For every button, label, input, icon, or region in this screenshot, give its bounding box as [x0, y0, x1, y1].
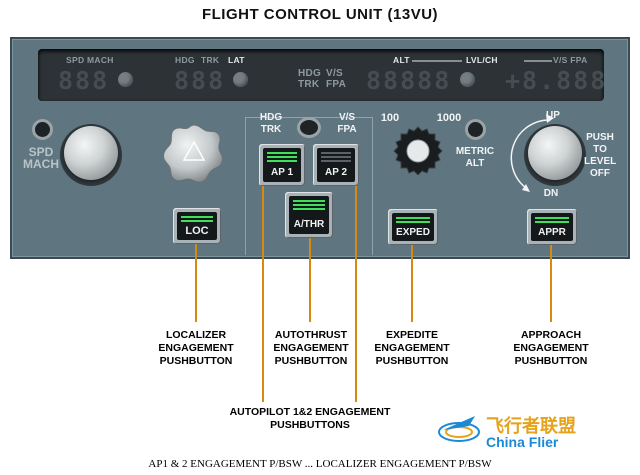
heading-triangle-icon — [182, 140, 206, 161]
fcu-display — [38, 49, 604, 101]
hdg-display-label: HDG — [175, 55, 195, 65]
dn-label: DN — [543, 188, 559, 199]
up-label: UP — [546, 110, 560, 121]
spd-managed-dot — [118, 72, 133, 87]
ap2-lamp — [321, 152, 351, 164]
push-label: PUSH — [586, 132, 614, 143]
appr-button[interactable]: APPR — [531, 213, 573, 241]
vs-knob[interactable] — [528, 126, 582, 180]
watermark-en: China Flier — [486, 434, 559, 450]
approach-callout: APPROACH ENGAGEMENT PUSHBUTTON — [513, 329, 589, 367]
lvl-ch-bracket — [412, 60, 552, 62]
appr-button-label: APPR — [538, 227, 566, 238]
vs-display-mode-label: V/S — [326, 68, 344, 79]
loc-button-label: LOC — [185, 225, 209, 237]
hdg-label: HDG — [259, 112, 283, 123]
metric-label: METRIC — [455, 146, 495, 157]
exped-button[interactable]: EXPED — [392, 213, 434, 241]
vs-digits: +8.888 — [505, 66, 608, 95]
heading-knob[interactable] — [162, 122, 226, 186]
hdg-vs-trk-fpa-button[interactable] — [297, 117, 321, 138]
lvl-ch-dot — [460, 72, 475, 87]
appr-lamp — [535, 217, 569, 225]
vs-label: V/S — [338, 112, 356, 123]
alt-label: ALT — [465, 158, 485, 169]
level-label: LEVEL — [584, 156, 617, 167]
alt-1000-label: 1000 — [436, 112, 462, 124]
hdg-display-mode-label: HDG — [298, 68, 322, 79]
ap1-button-label: AP 1 — [270, 167, 294, 178]
figure-caption: AP1 & 2 ENGAGEMENT P/BSW ... LOCALIZER E… — [148, 458, 492, 470]
alt-display-label: ALT — [393, 55, 410, 65]
ap2-leader-line — [355, 186, 357, 402]
speed-knob[interactable] — [64, 126, 118, 180]
loc-lamp — [181, 216, 213, 224]
ap1-lamp — [267, 152, 297, 164]
autothrust-callout: AUTOTHRUST ENGAGEMENT PUSHBUTTON — [273, 329, 349, 367]
to-label: TO — [593, 144, 607, 155]
vs-knob-arrows — [510, 114, 554, 192]
off-label: OFF — [590, 168, 610, 179]
alt-digits: 88888 — [366, 66, 452, 95]
athr-leader-line — [309, 238, 311, 322]
lvl-ch-display-label: LVL/CH — [466, 55, 498, 65]
watermark-cn: 飞行者联盟 — [486, 416, 576, 436]
up-arrow-icon — [546, 114, 554, 123]
autopilot-callout: AUTOPILOT 1&2 ENGAGEMENT PUSHBUTTONS — [229, 406, 391, 431]
fpa-label: FPA — [337, 124, 357, 135]
athr-button[interactable]: A/THR — [289, 196, 329, 234]
metric-alt-button[interactable] — [465, 119, 486, 140]
loc-button[interactable]: LOC — [177, 212, 217, 240]
down-arrow-icon — [522, 184, 530, 192]
exped-lamp — [396, 217, 430, 225]
hdg-managed-dot — [233, 72, 248, 87]
trk-label: TRK — [260, 124, 282, 135]
alt-100-label: 100 — [380, 112, 400, 124]
ap1-leader-line — [262, 186, 264, 402]
athr-button-label: A/THR — [293, 219, 325, 230]
mach-label: MACH — [23, 157, 59, 171]
expedite-callout: EXPEDITE ENGAGEMENT PUSHBUTTON — [374, 329, 450, 367]
vs-fpa-display-label: V/S FPA — [553, 55, 588, 65]
spd-label: SPD — [28, 145, 54, 159]
exped-leader-line — [411, 245, 413, 322]
ap2-button[interactable]: AP 2 — [317, 148, 355, 182]
fpa-display-mode-label: FPA — [326, 79, 347, 90]
appr-leader-line — [550, 245, 552, 322]
localizer-callout: LOCALIZER ENGAGEMENT PUSHBUTTON — [158, 329, 234, 367]
athr-lamp — [293, 200, 325, 212]
spd-mach-button[interactable] — [32, 119, 53, 140]
divider-left — [245, 117, 246, 255]
divider-right — [372, 117, 373, 255]
diagram-title: FLIGHT CONTROL UNIT (13VU) — [201, 6, 439, 23]
spd-mach-display-label: SPD MACH — [66, 55, 114, 65]
trk-display-label: TRK — [201, 55, 220, 65]
ap1-button[interactable]: AP 1 — [263, 148, 301, 182]
china-flier-logo-icon — [438, 416, 480, 442]
lat-display-label: LAT — [228, 55, 245, 65]
exped-button-label: EXPED — [396, 227, 430, 238]
spd-digits: 888 — [58, 66, 110, 95]
ap2-button-label: AP 2 — [324, 167, 348, 178]
altitude-knob[interactable] — [393, 125, 443, 175]
trk-display-mode-label: TRK — [298, 79, 320, 90]
loc-leader-line — [195, 244, 197, 322]
hdg-digits: 888 — [174, 66, 226, 95]
